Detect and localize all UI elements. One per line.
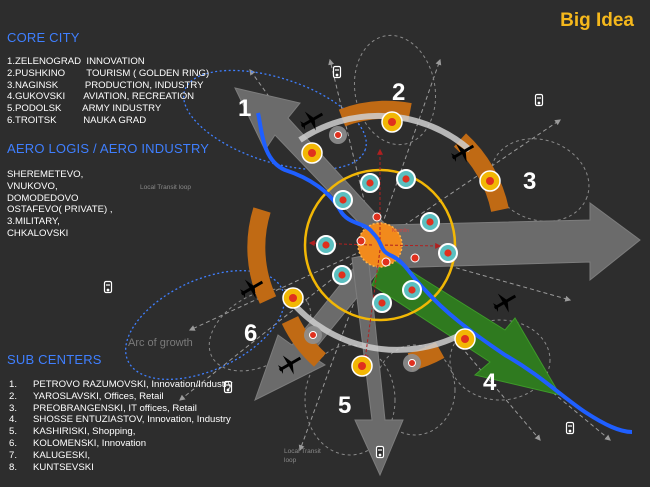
list-item: 6.KOLOMENSKI, Innovation bbox=[9, 437, 147, 449]
region-number-5: 5 bbox=[338, 392, 352, 419]
river bbox=[256, 112, 633, 434]
local-transit-label-line1: Local Transit bbox=[284, 448, 321, 455]
list-item: VNUKOVO, bbox=[7, 180, 58, 192]
list-item: CHKALOVSKI bbox=[7, 227, 69, 239]
blue-dotted-ellipses bbox=[125, 69, 367, 380]
core-city-heading: CORE CITY bbox=[7, 30, 80, 45]
list-item: SHEREMETEVO, bbox=[7, 169, 84, 180]
list-item: 1.ZELENOGRAD INNOVATION bbox=[7, 56, 145, 67]
list-item: 5.KASHIRISKI, Shopping, bbox=[9, 426, 136, 438]
gray-arrows bbox=[234, 87, 641, 477]
inner-nodes bbox=[316, 169, 458, 313]
list-item: 1.PETROVO RAZUMOVSKI, Innovation/Industr… bbox=[9, 379, 233, 390]
sub-centers-heading: SUB CENTERS bbox=[7, 352, 102, 367]
region-number-6: 6 bbox=[244, 320, 258, 347]
list-item: 3.PREOBRANGENSKI, IT offices, Retail bbox=[9, 402, 197, 414]
list-item: 2.YAROSLAVSKI, Offices, Retail bbox=[9, 390, 164, 402]
list-item: 7.KALUGESKI, bbox=[9, 449, 91, 461]
region-number-3: 3 bbox=[523, 168, 537, 195]
train-icons bbox=[103, 65, 575, 459]
local-transit-loop-label: Local Transit loop bbox=[140, 184, 191, 191]
list-item: 5.PODOLSK ARMY INDUSTRY bbox=[7, 103, 162, 115]
region-number-1: 1 bbox=[238, 95, 252, 122]
region-number-4: 4 bbox=[483, 369, 497, 396]
page-title: Big Idea bbox=[560, 10, 634, 31]
kremlin-label: Kremlin bbox=[392, 228, 409, 234]
list-item: 3.NAGINSK PRODUCTION, INDUSTRY bbox=[7, 79, 204, 91]
list-item: 6.TROITSK NAUKA GRAD bbox=[7, 114, 147, 126]
list-item: 2.PUSHKINO TOURISM ( GOLDEN RING) bbox=[7, 67, 210, 79]
list-item: 8.KUNTSEVSKI bbox=[9, 461, 94, 473]
core-city-list: 1.ZELENOGRAD INNOVATION 2.PUSHKINO TOURI… bbox=[7, 56, 209, 127]
local-transit-label-line2: loop bbox=[284, 457, 297, 464]
list-item: OSTAFEVO( PRIVATE) , bbox=[7, 204, 113, 216]
list-item: 3.MILITARY, bbox=[7, 216, 60, 228]
arc-of-growth-label: Arc of growth bbox=[128, 337, 193, 349]
sub-centers-list: 1.PETROVO RAZUMOVSKI, Innovation/Industr… bbox=[9, 379, 232, 473]
outer-nodes bbox=[282, 111, 501, 377]
list-item: 4.GUKOVSKI AVIATION, RECREATION bbox=[7, 91, 195, 103]
aero-list: SHEREMETEVO, VNUKOVO, DOMODEDOVO OSTAFEV… bbox=[7, 169, 113, 240]
aero-heading: AERO LOGIS / AERO INDUSTRY bbox=[7, 141, 210, 156]
list-item: 4.SHOSSE ENTUZIASTOV, Innovation, Indust… bbox=[9, 414, 231, 426]
region-number-2: 2 bbox=[392, 79, 406, 106]
list-item: DOMODEDOVO bbox=[7, 192, 79, 204]
center-dots bbox=[356, 212, 420, 267]
